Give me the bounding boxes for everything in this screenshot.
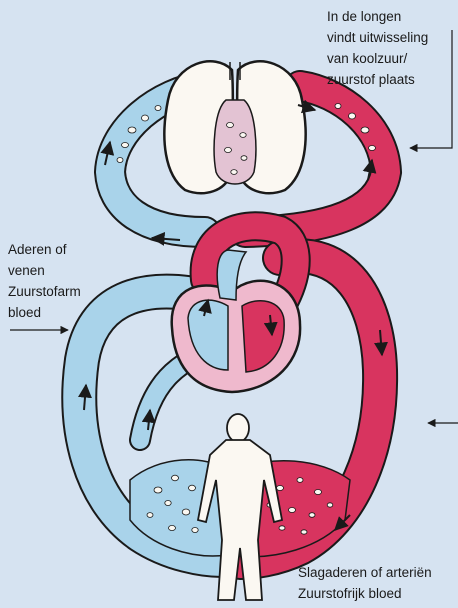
lungs-label-line: zuurstof plaats [327, 69, 428, 90]
veins-label-line: venen [8, 260, 81, 281]
veins-label-line: Aderen of [8, 239, 81, 260]
lungs-icon [164, 61, 305, 193]
veins-label-line: bloed [8, 302, 81, 323]
lungs-label-line: vindt uitwisseling [327, 27, 428, 48]
arteries-label: Slagaderen of arteriën Zuurstofrijk bloe… [298, 562, 432, 604]
veins-label: Aderen of venen Zuurstofarm bloed [8, 239, 81, 323]
veins-label-line: Zuurstofarm [8, 281, 81, 302]
arteries-label-line: Zuurstofrijk bloed [298, 583, 432, 604]
lungs-label-line: In de longen [327, 6, 428, 27]
lungs-exchange-label: In de longen vindt uitwisseling van kool… [327, 6, 428, 90]
lungs-label-line: van koolzuur/ [327, 48, 428, 69]
arteries-label-line: Slagaderen of arteriën [298, 562, 432, 583]
